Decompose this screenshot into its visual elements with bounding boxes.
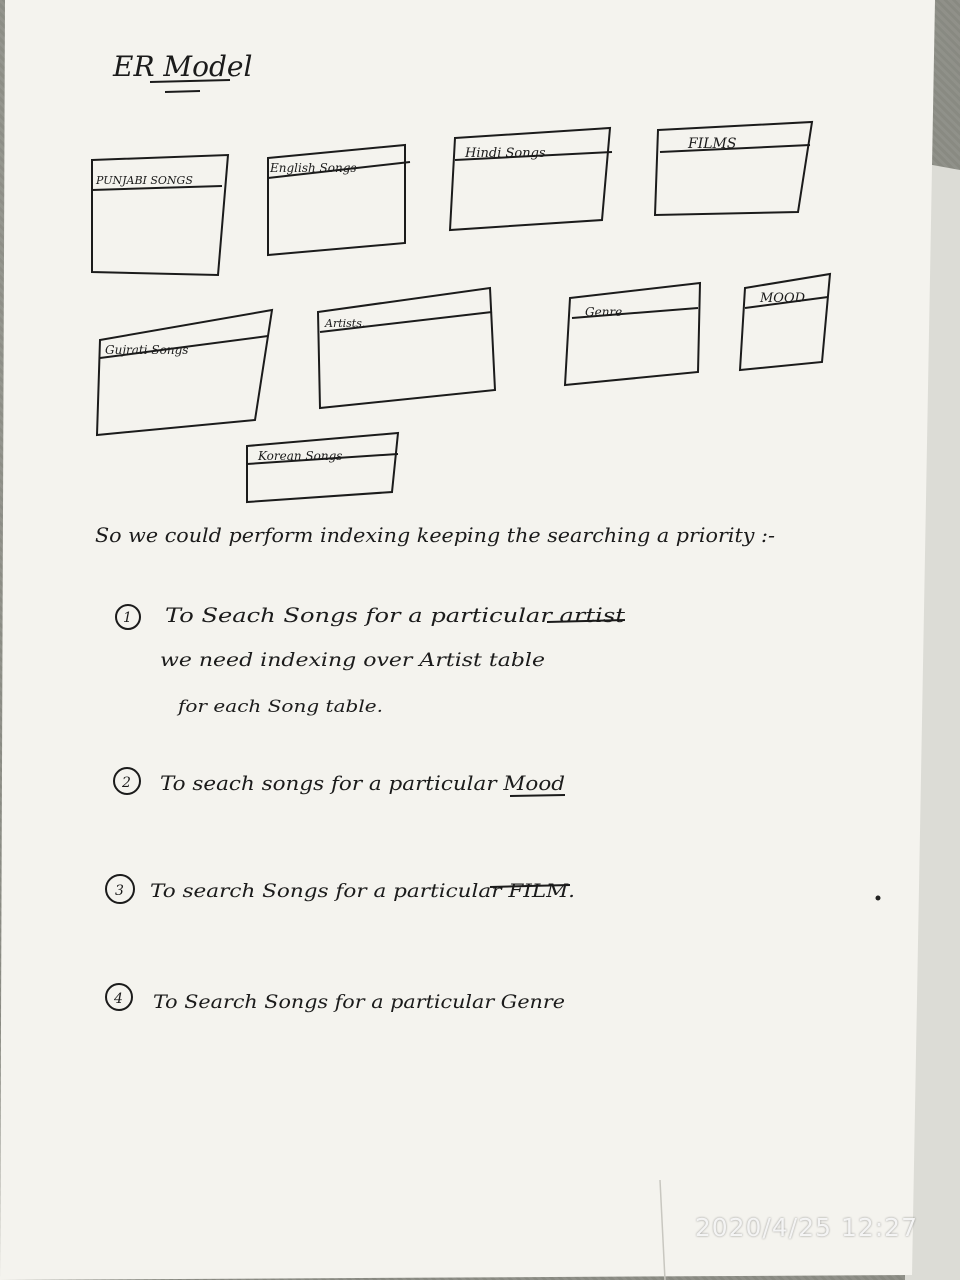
point-number-4: 4 — [113, 991, 123, 1007]
entity-label-hindi: Hindi Songs — [464, 146, 546, 161]
box-genre — [563, 281, 702, 387]
point-1-line-3: for each Song table. — [176, 697, 383, 717]
box-english — [267, 143, 406, 257]
intro-text: So we could perform indexing keeping the… — [95, 523, 775, 547]
entity-label-films: FILMS — [687, 136, 736, 152]
title-underline — [149, 79, 231, 83]
box-hindi — [448, 126, 612, 232]
page-title: ER Model — [112, 50, 252, 83]
entity-label-punjabi: PUNJABI SONGS — [95, 174, 193, 187]
point-number-2: 2 — [121, 775, 131, 791]
entity-label-mood: MOOD — [759, 291, 806, 306]
circle-4 — [105, 983, 133, 1011]
front-sheet — [0, 0, 935, 1280]
box-korean — [246, 431, 400, 504]
photo-timestamp: 2020/4/25 12:27 — [694, 1213, 918, 1242]
box-films — [653, 120, 814, 217]
point-4-line-1: To Search Songs for a particular Genre — [153, 991, 565, 1013]
box-mood — [738, 272, 832, 372]
point-2-line-1: To seach songs for a particular Mood — [160, 771, 565, 795]
circle-2 — [113, 767, 141, 795]
entity-label-genre: Genre — [585, 305, 622, 319]
entity-label-korean: Korean Songs — [257, 449, 342, 463]
point-1-line-1: To Seach Songs for a particular artist — [165, 603, 626, 627]
box-punjabi — [91, 153, 230, 277]
title-underline-2 — [164, 90, 201, 93]
point-number-3: 3 — [115, 883, 124, 899]
point-3-line-1: To search Songs for a particular FILM. — [150, 880, 575, 902]
circle-1 — [115, 604, 141, 630]
entity-label-gujrati: Gujrati Songs — [105, 343, 188, 357]
entity-label-english: English Songs — [269, 161, 357, 175]
box-artists — [316, 286, 497, 410]
circle-3 — [105, 874, 135, 904]
point-number-1: 1 — [123, 610, 132, 626]
point-1-line-2: we need indexing over Artist table — [160, 649, 545, 671]
underline-artist — [546, 619, 626, 623]
underline-mood — [509, 794, 566, 797]
box-gujrati — [95, 308, 274, 437]
entity-label-artists: Artists. — [324, 317, 365, 330]
underline-film — [489, 884, 571, 888]
paper-fold — [659, 1179, 666, 1280]
ink-dot — [875, 895, 881, 901]
